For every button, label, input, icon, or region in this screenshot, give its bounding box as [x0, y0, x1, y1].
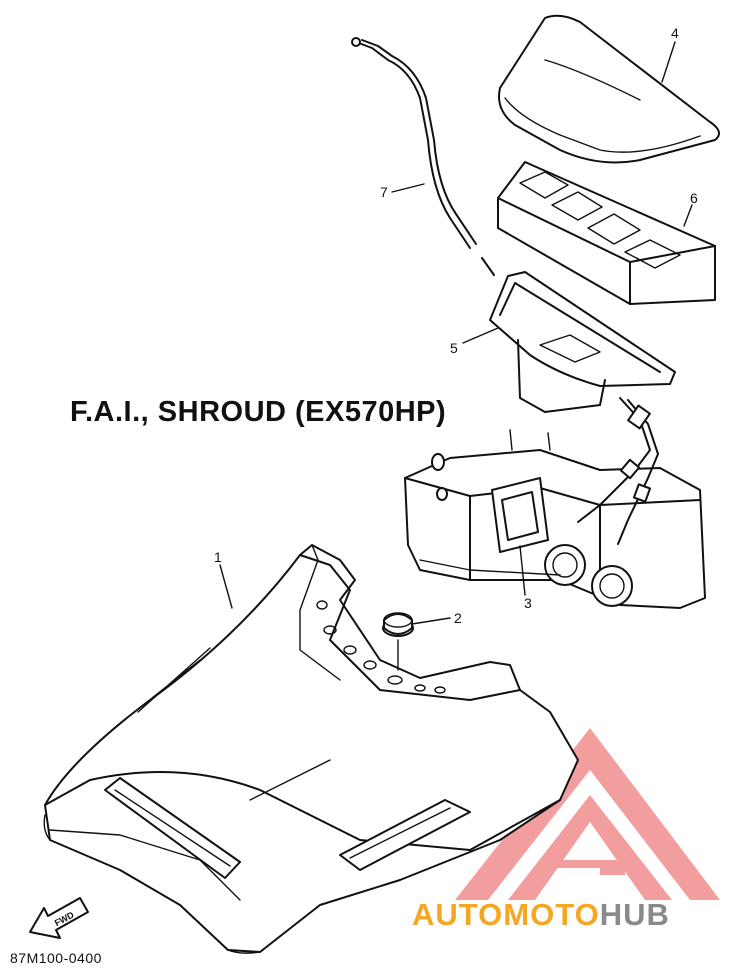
part-1-shroud [43, 544, 579, 954]
diagram-title: F.A.I., SHROUD (EX570HP) [70, 396, 447, 428]
cable-ends [577, 397, 659, 545]
watermark-logo-icon [455, 728, 720, 900]
part-6-filter [497, 161, 716, 305]
watermark-moto: MOTO [503, 897, 600, 932]
leader-lines [219, 41, 693, 671]
callout-3: 3 [524, 595, 532, 611]
carburetor-assembly [404, 429, 706, 609]
callout-7: 7 [380, 184, 388, 200]
part-4-cover [498, 14, 720, 164]
callout-5: 5 [450, 340, 458, 356]
watermark-hub: HUB [599, 897, 670, 932]
part-2-plug [382, 612, 414, 637]
part-5-tray [489, 271, 676, 413]
drawing-code: 87M100-0400 [10, 950, 102, 966]
front-arrow-icon: FWD [29, 897, 89, 939]
callout-6: 6 [690, 190, 698, 206]
watermark-text: AUTOMOTOHUB [412, 897, 670, 933]
part-7-cable [351, 37, 495, 276]
part-3-gasket [491, 477, 549, 553]
watermark-auto: AUTO [412, 897, 504, 932]
callout-1: 1 [214, 549, 222, 565]
callout-2: 2 [454, 610, 462, 626]
callout-4: 4 [671, 25, 679, 41]
